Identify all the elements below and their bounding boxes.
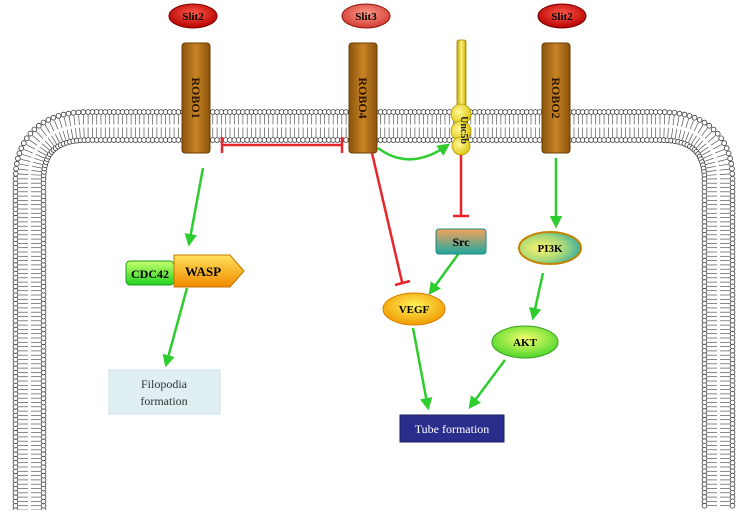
akt-to-tube-arrow (470, 360, 505, 407)
pi3k-to-akt-arrow (533, 273, 543, 318)
slit2-left-ligand: Slit2 (169, 4, 217, 28)
src-to-vegf-arrow (430, 253, 459, 293)
unc5b-label: Unc5b (458, 116, 469, 144)
src-node: Src (436, 229, 486, 254)
robo2-label: ROBO2 (549, 77, 563, 118)
vegf-to-tube-arrow (413, 328, 428, 408)
slit3-ligand: Slit3 (342, 4, 390, 28)
pi3k-label: PI3K (537, 243, 563, 255)
akt-node: AKT (492, 326, 558, 358)
slit2-right-label: Slit2 (551, 11, 573, 23)
cdc42-label: CDC42 (131, 267, 169, 281)
robo2-receptor: ROBO2 (542, 43, 570, 153)
pi3k-node: PI3K (519, 232, 581, 264)
akt-label: AKT (513, 337, 538, 349)
wasp-label: WASP (185, 264, 221, 279)
filopodia-formation-box: Filopodia formation (109, 370, 220, 414)
wasp-node: WASP (174, 255, 244, 287)
wasp-to-filopodia-arrow (166, 288, 187, 365)
tube-formation-box: Tube formation (400, 415, 504, 442)
robo1-receptor: ROBO1 (182, 43, 210, 153)
robo1-label: ROBO1 (189, 77, 203, 118)
vegf-label: VEGF (399, 304, 430, 316)
filopodia-label-line1: Filopodia (141, 377, 188, 391)
vegf-node: VEGF (383, 293, 445, 325)
src-label: Src (452, 235, 470, 249)
slit2-left-label: Slit2 (182, 11, 204, 23)
unc5b-src-inhibition (453, 155, 469, 216)
filopodia-label-line2: formation (140, 394, 187, 408)
slit2-right-ligand: Slit2 (538, 4, 586, 28)
robo4-vegf-inhibition (372, 153, 410, 285)
unc5b-receptor: Unc5b (451, 40, 471, 155)
robo4-receptor: ROBO4 (349, 43, 377, 153)
robo1-to-wasp-arrow (189, 168, 203, 244)
robo4-to-unc5b-arrow (378, 145, 448, 159)
robo4-label: ROBO4 (356, 77, 370, 118)
tube-formation-label: Tube formation (415, 422, 490, 436)
cell-membrane (13, 110, 735, 510)
slit3-label: Slit3 (355, 11, 377, 23)
cdc42-node: CDC42 (126, 261, 174, 285)
